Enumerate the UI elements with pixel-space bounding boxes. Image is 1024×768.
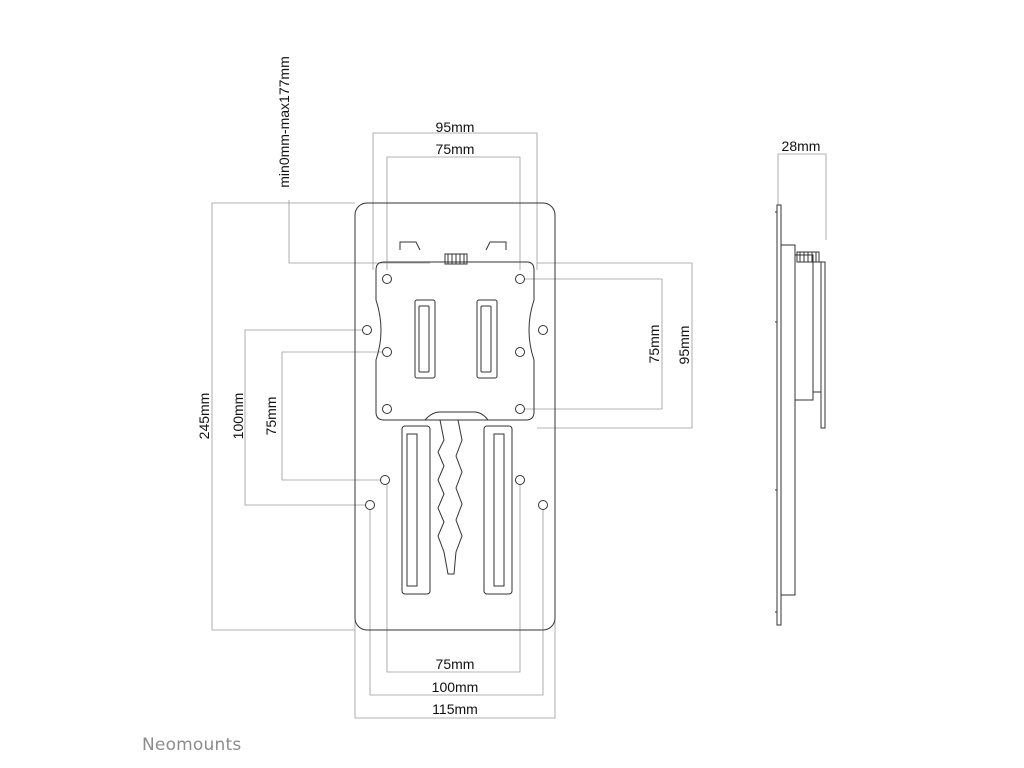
side-adapter [794, 254, 814, 401]
label-right-outer: 95mm [676, 326, 692, 365]
side-plate [776, 204, 782, 626]
label-side-depth: 28mm [782, 138, 821, 154]
label-bottom-mid: 100mm [432, 679, 479, 695]
rack-gear [437, 419, 463, 575]
top-notch-right [485, 241, 507, 251]
back-plate [354, 202, 556, 631]
brand-logo-text: Neomounts [142, 735, 242, 755]
label-left-outer: 245mm [196, 393, 212, 440]
label-left-inner: 75mm [263, 397, 279, 436]
label-right-inner: 75mm [646, 325, 662, 364]
vesa-plate [375, 261, 535, 421]
label-bottom-inner: 75mm [436, 656, 475, 672]
label-top-outer: 95mm [436, 119, 475, 135]
slot-right [476, 299, 498, 379]
side-view [775, 204, 826, 626]
label-bottom-outer: 115mm [432, 701, 478, 717]
label-slide-range: min0mm-max177mm [276, 56, 292, 187]
side-rail [780, 244, 796, 596]
label-left-mid: 100mm [230, 393, 246, 440]
dimension-lines [211, 132, 827, 719]
rail-right [483, 425, 513, 595]
dimension-labels: 95mm 75mm min0mm-max177mm 28mm 75mm 95mm… [196, 56, 820, 717]
slot-left [414, 299, 436, 379]
mount-holes [362, 274, 548, 510]
label-top-inner: 75mm [436, 141, 475, 157]
front-view [354, 202, 556, 631]
rail-left [401, 425, 431, 595]
top-notch-left [399, 241, 421, 251]
